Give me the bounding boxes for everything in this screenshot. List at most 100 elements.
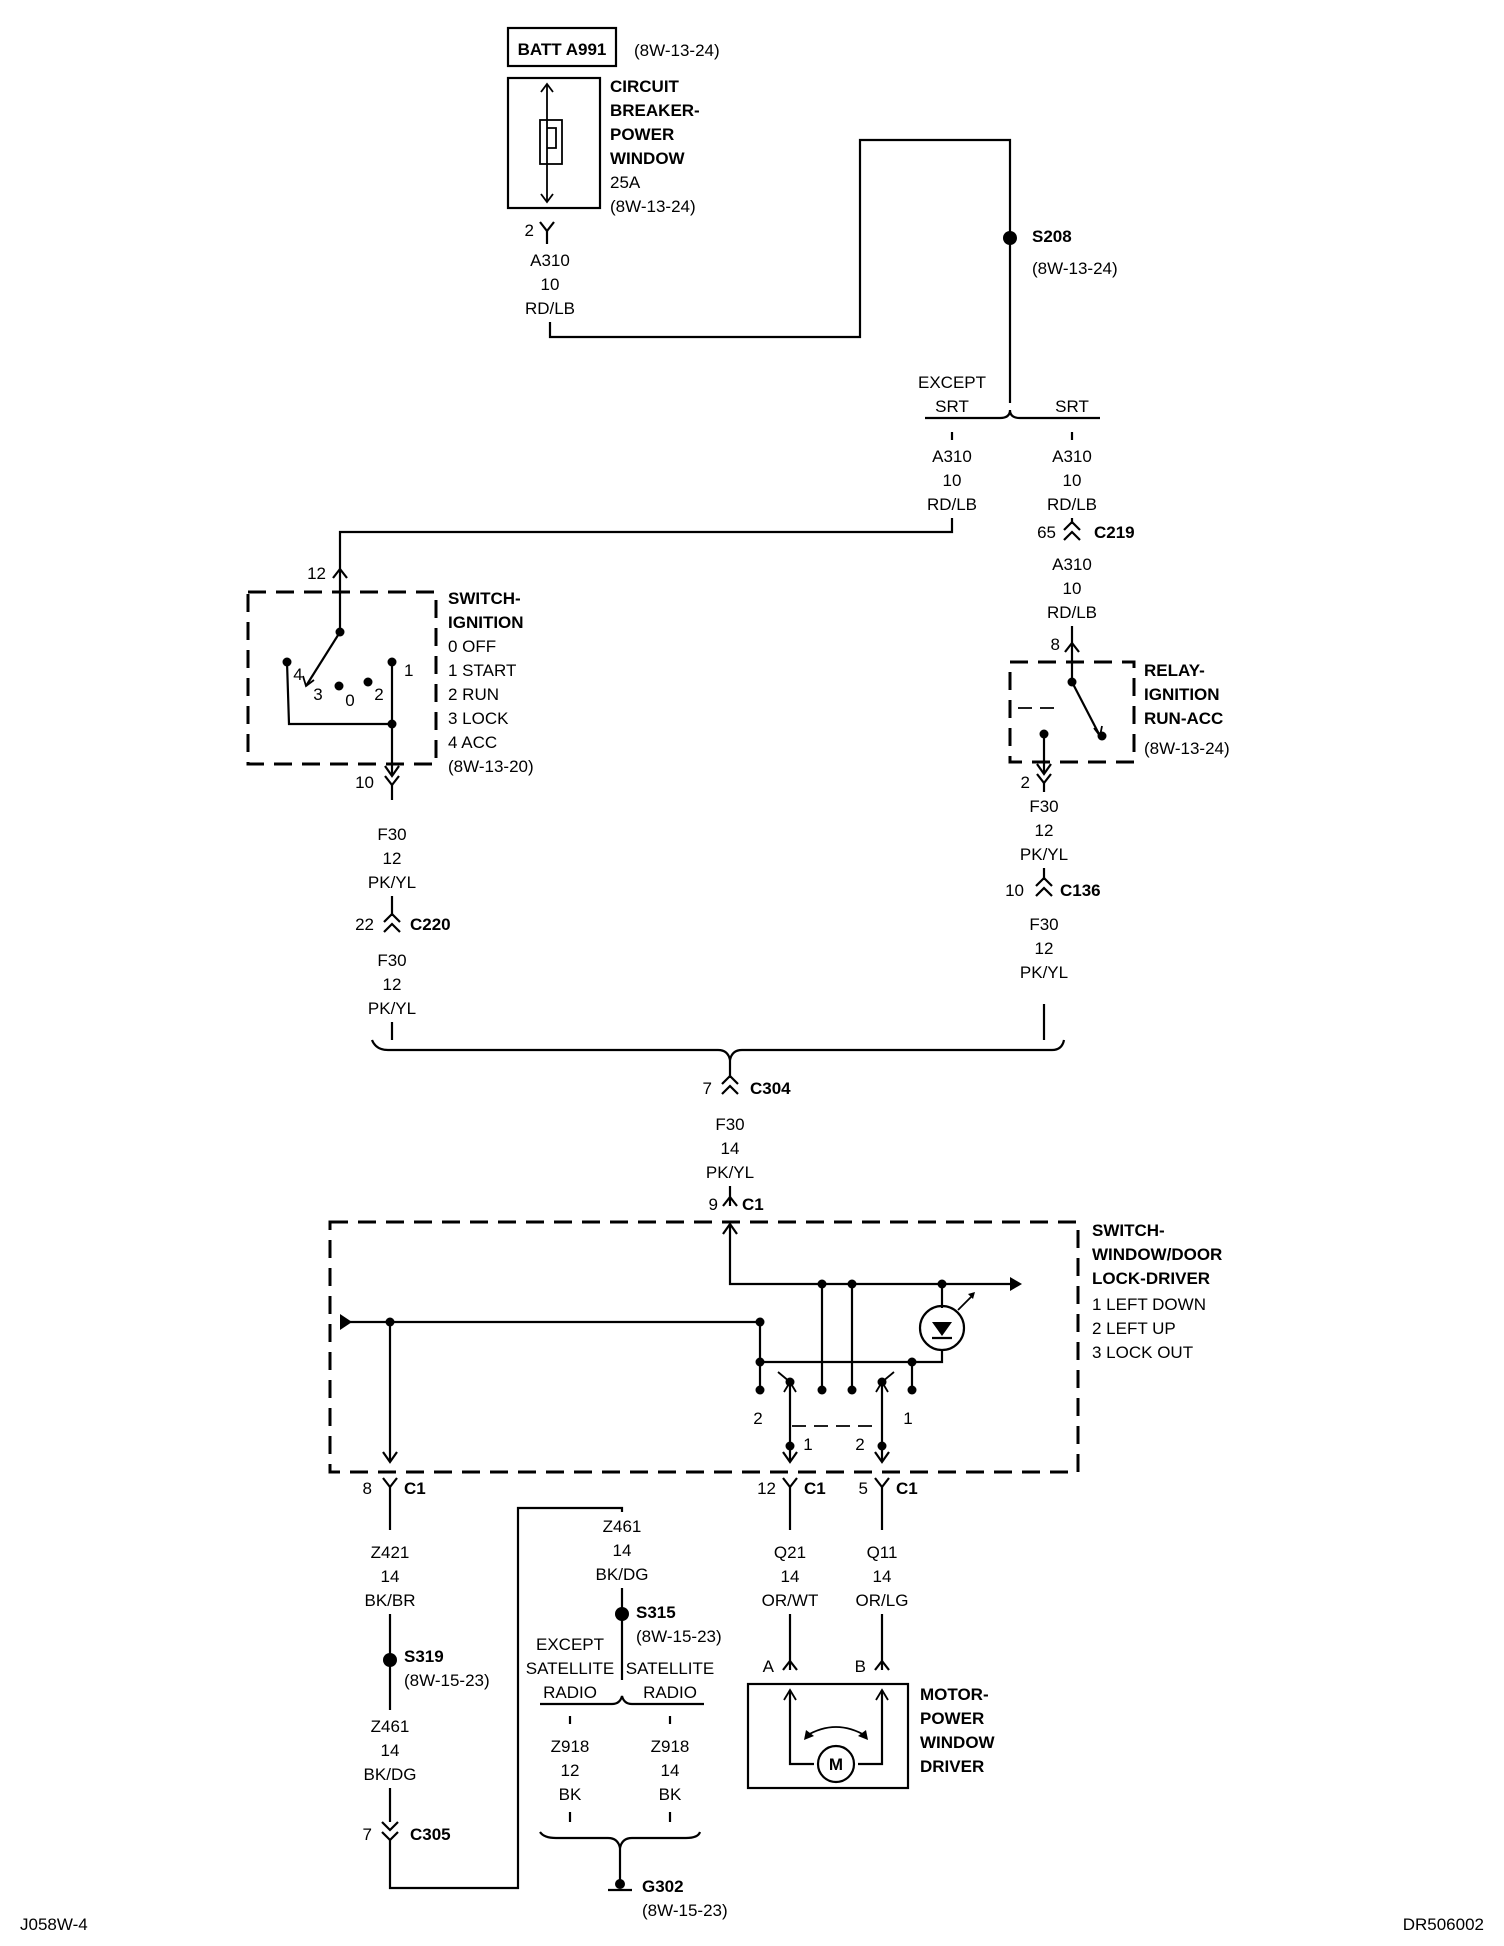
- sw-contact-1b: 1: [803, 1435, 812, 1454]
- c1-8-pin: 8: [363, 1479, 372, 1498]
- sat-except-1: EXCEPT: [536, 1635, 604, 1654]
- z421-gauge: 14: [381, 1567, 400, 1586]
- z421-color: BK/BR: [364, 1591, 415, 1610]
- ignition-switch-contacts: [282, 578, 400, 778]
- branch-brace: [925, 409, 1100, 420]
- cb-connector: [539, 221, 555, 233]
- q11-circuit: Q11: [867, 1543, 898, 1562]
- w6-circuit: F30: [377, 951, 406, 970]
- ign-pos-2: 2 RUN: [448, 685, 499, 704]
- batt-ref: (8W-13-24): [634, 41, 720, 60]
- c136-name: C136: [1060, 881, 1101, 900]
- ign-pos-4: 4 ACC: [448, 733, 497, 752]
- c1-12-name: C1: [804, 1479, 826, 1498]
- w2-color: RD/LB: [927, 495, 977, 514]
- z461b-gauge: 14: [613, 1541, 632, 1560]
- w9-gauge: 14: [721, 1139, 740, 1158]
- sw-label-3: LOCK-DRIVER: [1092, 1269, 1210, 1288]
- w6-gauge: 12: [383, 975, 402, 994]
- z918b-gauge: 14: [661, 1761, 680, 1780]
- branch-except-2: SRT: [935, 397, 969, 416]
- motor-label-1: MOTOR-: [920, 1685, 989, 1704]
- w7-color: PK/YL: [1020, 845, 1068, 864]
- w2-circuit: A310: [932, 447, 972, 466]
- ign-pin-out: 10: [355, 773, 374, 792]
- wire-a310-main: [548, 138, 1012, 403]
- motor-pin-b-connector: [874, 1659, 890, 1671]
- w1-color: RD/LB: [525, 299, 575, 318]
- c220-name: C220: [410, 915, 451, 934]
- sat-except-2: SATELLITE: [526, 1659, 615, 1678]
- w3-color: RD/LB: [1047, 495, 1097, 514]
- relay-label-2: IGNITION: [1144, 685, 1220, 704]
- w4-color: RD/LB: [1047, 603, 1097, 622]
- q21-circuit: Q21: [774, 1543, 806, 1562]
- ign-label-1: SWITCH-: [448, 589, 521, 608]
- q21-color: OR/WT: [762, 1591, 819, 1610]
- wire-z461-return: [388, 1506, 624, 1890]
- cb-pin: 2: [525, 221, 534, 240]
- w7-gauge: 12: [1035, 821, 1054, 840]
- c1-8-connector: [382, 1477, 398, 1489]
- z918b-color: BK: [659, 1785, 682, 1804]
- motor-pin-a-connector: [782, 1659, 798, 1671]
- circuit-breaker-box: [506, 76, 602, 210]
- z918a-circuit: Z918: [551, 1737, 590, 1756]
- c1-top-pin: 9: [709, 1195, 718, 1214]
- w4-gauge: 10: [1063, 579, 1082, 598]
- w3-gauge: 10: [1063, 471, 1082, 490]
- c1-5-pin: 5: [859, 1479, 868, 1498]
- batt-label: BATT A991: [518, 40, 607, 59]
- c219-name: C219: [1094, 523, 1135, 542]
- relay-pin-out: 2: [1021, 773, 1030, 792]
- w7-circuit: F30: [1029, 797, 1058, 816]
- branch-srt: SRT: [1055, 397, 1089, 416]
- cb-ref: (8W-13-24): [610, 197, 696, 216]
- z461a-gauge: 14: [381, 1741, 400, 1760]
- s315-splice: [615, 1607, 629, 1621]
- z918b-circuit: Z918: [651, 1737, 690, 1756]
- cb-label-3: POWER: [610, 125, 674, 144]
- c304-connector: [721, 1074, 739, 1085]
- ign-contact-4: 4: [293, 665, 302, 684]
- c1-top-name: C1: [742, 1195, 764, 1214]
- motor-box: [746, 1682, 910, 1790]
- relay-ref: (8W-13-24): [1144, 739, 1230, 758]
- w1-gauge: 10: [541, 275, 560, 294]
- s315-ref: (8W-15-23): [636, 1627, 722, 1646]
- circuit-breaker-symbol: [539, 82, 563, 204]
- cb-label-2: BREAKER-: [610, 101, 700, 120]
- s319-splice: [383, 1653, 397, 1667]
- motor-label-4: DRIVER: [920, 1757, 984, 1776]
- relay-pin-in: 8: [1051, 635, 1060, 654]
- w4-circuit: A310: [1052, 555, 1092, 574]
- w2-gauge: 10: [943, 471, 962, 490]
- z461a-circuit: Z461: [371, 1717, 410, 1736]
- relay-label-1: RELAY-: [1144, 661, 1205, 680]
- c1-12-connector: [782, 1477, 798, 1489]
- ign-pos-3: 3 LOCK: [448, 709, 509, 728]
- c220-pin: 22: [355, 915, 374, 934]
- z461b-color: BK/DG: [596, 1565, 649, 1584]
- c1-8-name: C1: [404, 1479, 426, 1498]
- q11-gauge: 14: [873, 1567, 892, 1586]
- w6-color: PK/YL: [368, 999, 416, 1018]
- w5-gauge: 12: [383, 849, 402, 868]
- sw-pos-2: 2 LEFT UP: [1092, 1319, 1176, 1338]
- sw-pos-1: 1 LEFT DOWN: [1092, 1295, 1206, 1314]
- ign-contact-1: 1: [404, 661, 413, 680]
- sw-label-1: SWITCH-: [1092, 1221, 1165, 1240]
- ign-pos-1: 1 START: [448, 661, 516, 680]
- ign-contact-2: 2: [374, 685, 383, 704]
- motor-label-2: POWER: [920, 1709, 984, 1728]
- w5-circuit: F30: [377, 825, 406, 844]
- window-switch-box: [328, 1220, 1080, 1474]
- ignition-switch-box: [246, 590, 438, 766]
- c219-connector: [1063, 520, 1081, 531]
- sw-pos-3: 3 LOCK OUT: [1092, 1343, 1193, 1362]
- ign-contact-0: 0: [345, 691, 354, 710]
- sat-except-3: RADIO: [543, 1683, 597, 1702]
- w5-color: PK/YL: [368, 873, 416, 892]
- z918a-gauge: 12: [561, 1761, 580, 1780]
